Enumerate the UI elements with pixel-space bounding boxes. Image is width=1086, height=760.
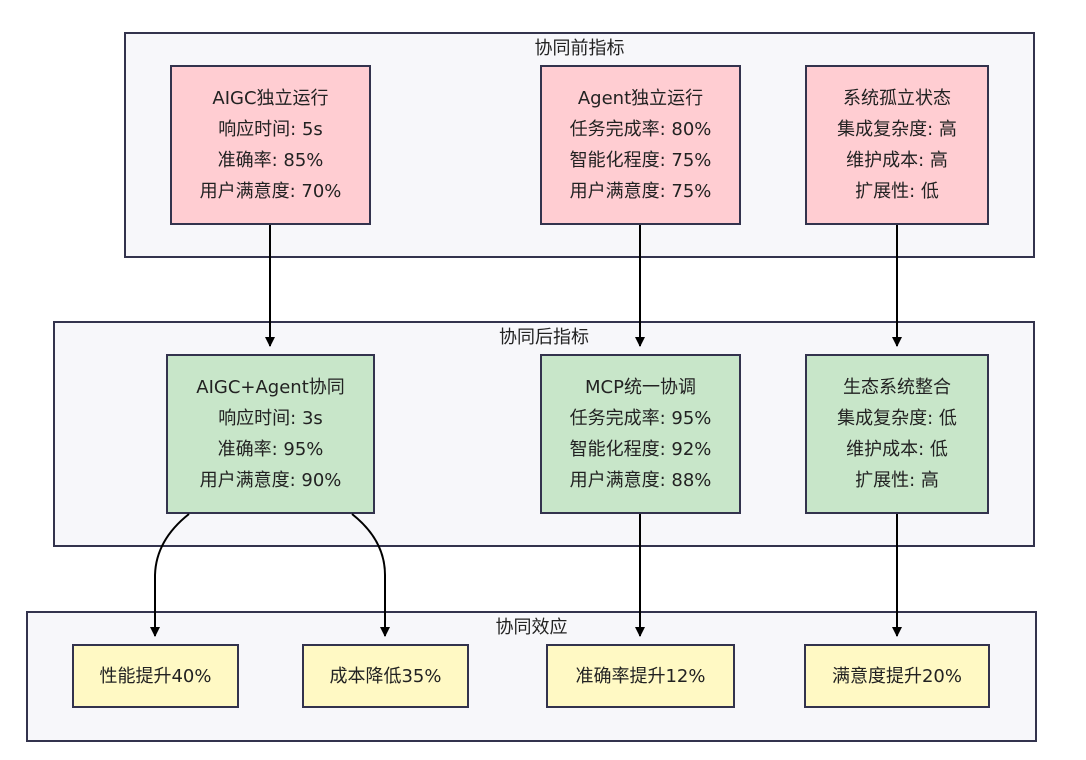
node-line: 准确率: 85% <box>217 150 324 171</box>
node-line: 准确率: 95% <box>217 439 324 460</box>
edge-collab-to-performance <box>150 513 190 637</box>
node-line: 智能化程度: 92% <box>569 439 712 460</box>
node-title: 性能提升40% <box>99 665 212 687</box>
node-line: 用户满意度: 70% <box>199 181 342 202</box>
node-line: 任务完成率: 80% <box>569 119 712 140</box>
node-effect-satisfaction: 满意度提升20% <box>804 644 990 708</box>
node-system-isolated: 系统孤立状态 集成复杂度: 高 维护成本: 高 扩展性: 低 <box>805 65 989 225</box>
node-line: 响应时间: 3s <box>218 408 323 429</box>
node-line: 集成复杂度: 高 <box>837 119 957 140</box>
node-title: 满意度提升20% <box>831 665 962 687</box>
node-line: 维护成本: 低 <box>846 439 948 460</box>
group-before-title: 协同前指标 <box>534 38 625 59</box>
node-line: 维护成本: 高 <box>846 150 948 171</box>
node-line: 扩展性: 低 <box>855 181 939 202</box>
edge-collab-to-cost <box>351 513 390 637</box>
group-effects-title: 协同效应 <box>495 617 568 638</box>
node-title: 准确率提升12% <box>575 665 706 687</box>
node-title: AIGC独立运行 <box>212 88 329 109</box>
node-title: AIGC+Agent协同 <box>196 377 345 398</box>
node-effect-accuracy: 准确率提升12% <box>546 644 735 708</box>
node-line: 用户满意度: 75% <box>569 181 712 202</box>
node-mcp-coordination: MCP统一协调 任务完成率: 95% 智能化程度: 92% 用户满意度: 88% <box>540 354 741 514</box>
node-title: 生态系统整合 <box>843 377 951 398</box>
node-title: MCP统一协调 <box>585 377 696 398</box>
node-aigc-standalone: AIGC独立运行 响应时间: 5s 准确率: 85% 用户满意度: 70% <box>170 65 371 225</box>
node-line: 智能化程度: 75% <box>569 150 712 171</box>
group-after-title: 协同后指标 <box>499 327 589 348</box>
node-title: 系统孤立状态 <box>843 88 951 109</box>
node-title: 成本降低35% <box>329 665 442 687</box>
node-title: Agent独立运行 <box>577 88 704 109</box>
node-effect-performance: 性能提升40% <box>72 644 239 708</box>
node-line: 集成复杂度: 低 <box>837 408 957 429</box>
node-agent-standalone: Agent独立运行 任务完成率: 80% 智能化程度: 75% 用户满意度: 7… <box>540 65 741 225</box>
node-line: 用户满意度: 90% <box>199 470 342 491</box>
node-effect-cost: 成本降低35% <box>302 644 469 708</box>
node-line: 用户满意度: 88% <box>569 470 712 491</box>
node-line: 任务完成率: 95% <box>569 408 712 429</box>
node-aigc-agent-collab: AIGC+Agent协同 响应时间: 3s 准确率: 95% 用户满意度: 90… <box>166 354 375 514</box>
node-line: 扩展性: 高 <box>855 470 939 491</box>
node-line: 响应时间: 5s <box>218 119 323 140</box>
node-ecosystem-integration: 生态系统整合 集成复杂度: 低 维护成本: 低 扩展性: 高 <box>805 354 989 514</box>
